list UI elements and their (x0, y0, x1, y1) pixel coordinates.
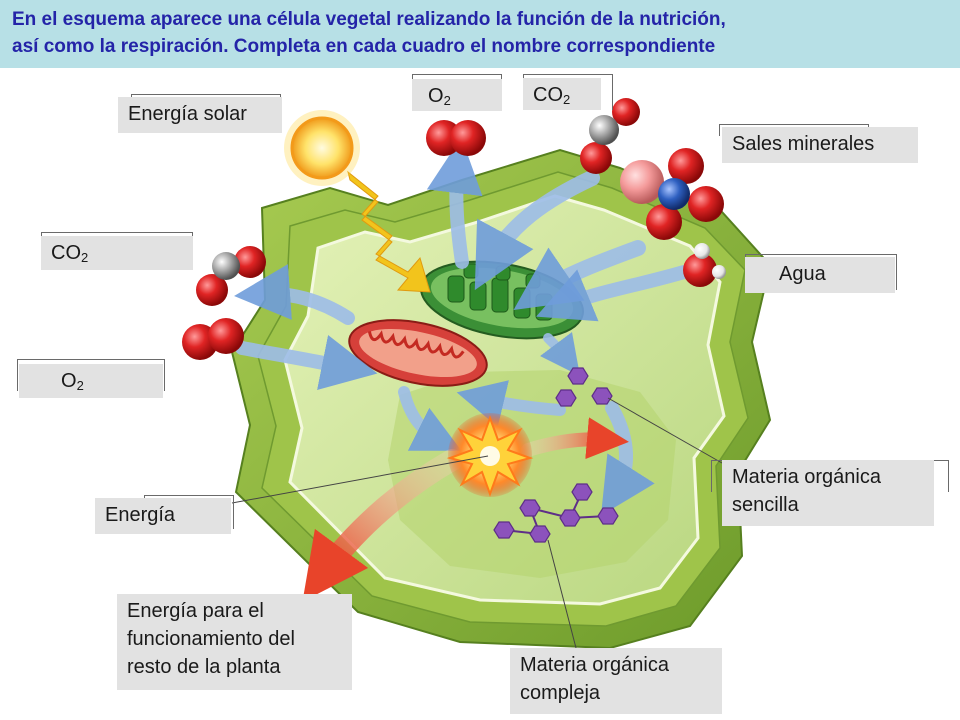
energy-arrows (302, 417, 629, 602)
instruction-banner: En el esquema aparece una célula vegetal… (0, 0, 960, 68)
mitochondrion-icon (348, 319, 488, 387)
leader-lines (231, 397, 723, 649)
energy-rest-label[interactable]: Energía para el funcionamiento del resto… (117, 594, 352, 690)
co2-top-subscript: 2 (563, 92, 571, 107)
co2-top-text: CO (533, 84, 563, 106)
energy-label[interactable]: Energía (95, 498, 231, 534)
oxygen-molecule-icon (426, 120, 486, 156)
co2-left-label[interactable]: CO2 (41, 236, 193, 270)
o2-top-label[interactable]: O2 (412, 79, 502, 111)
instruction-line-2: así como la respiración. Completa en cad… (12, 36, 716, 57)
o2-left-frame (17, 359, 165, 391)
energy-burst-icon (446, 413, 534, 497)
mineral-salts-label[interactable]: Sales minerales (722, 127, 918, 163)
simple-organic-text: Materia orgánica sencilla (732, 466, 881, 516)
solar-energy-label[interactable]: Energía solar (118, 97, 282, 133)
oxygen-molecule-left-icon (182, 318, 244, 360)
co2-left-text: CO (51, 242, 81, 264)
co2-molecule-left-icon (196, 246, 266, 306)
mineral-salt-molecule-icon (620, 148, 724, 240)
o2-left-subscript: 2 (76, 378, 84, 393)
water-text: Agua (779, 263, 826, 285)
co2-left-subscript: 2 (81, 250, 89, 265)
o2-left-text: O (61, 370, 77, 392)
water-molecule-icon (683, 243, 726, 287)
intake-arrows (234, 137, 691, 516)
solar-energy-text: Energía solar (128, 103, 247, 125)
o2-top-subscript: 2 (443, 93, 451, 108)
solar-ray (347, 170, 431, 293)
energy-text: Energía (105, 504, 176, 526)
sun-icon (284, 110, 360, 186)
instruction-line-1: En el esquema aparece una célula vegetal… (12, 9, 726, 30)
mineral-salts-text: Sales minerales (732, 133, 875, 155)
complex-organic-molecule-icon (493, 483, 619, 543)
energy-rest-text: Energía para el funcionamiento del resto… (127, 600, 295, 678)
o2-top-text: O (428, 85, 444, 107)
complex-organic-label[interactable]: Materia orgánica compleja (510, 648, 722, 714)
simple-organic-label[interactable]: Materia orgánica sencilla (722, 460, 934, 526)
co2-molecule-icon (580, 98, 640, 174)
water-label[interactable]: Agua (745, 257, 895, 293)
o2-left-label[interactable]: O2 (19, 364, 163, 398)
complex-organic-text: Materia orgánica compleja (520, 654, 669, 704)
co2-top-label[interactable]: CO2 (523, 78, 601, 110)
